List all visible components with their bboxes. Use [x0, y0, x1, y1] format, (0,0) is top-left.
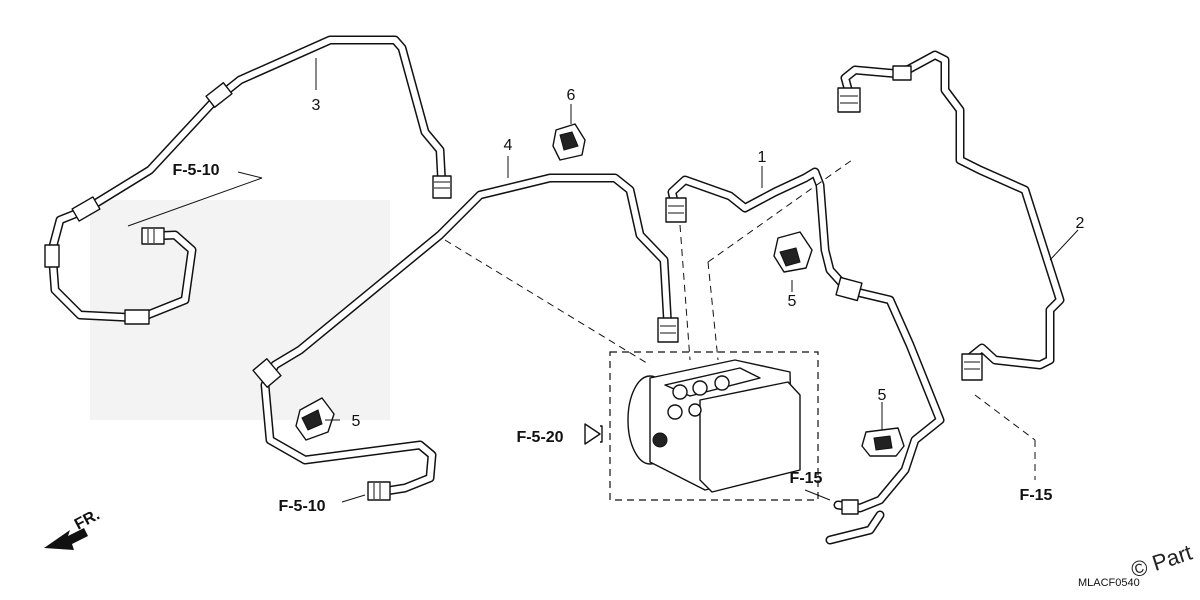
ref-f-5-20[interactable]: F-5-20	[516, 429, 563, 446]
ref-f-15-right[interactable]: F-15	[1020, 487, 1053, 504]
ref-f-5-10-top[interactable]: F-5-10	[172, 162, 219, 179]
ref-f-15-mid[interactable]: F-15	[790, 470, 823, 487]
ref-f-5-10-bottom[interactable]: F-5-10	[278, 498, 325, 515]
front-direction-arrow-icon: FR.	[44, 506, 103, 550]
brake-pipe-1[interactable]	[665, 167, 945, 545]
callout-2[interactable]: 2	[1076, 215, 1085, 232]
watermark-text: © Part	[1128, 540, 1195, 583]
callout-6[interactable]: 6	[567, 87, 576, 104]
leader-lines	[127, 58, 1079, 503]
callout-5-right[interactable]: 5	[878, 387, 887, 404]
f520-arrow-icon	[584, 423, 603, 445]
front-direction-label: FR.	[72, 506, 103, 533]
clamp-5-upper[interactable]	[773, 231, 813, 273]
callout-5-upper[interactable]: 5	[788, 293, 797, 310]
callout-4[interactable]: 4	[504, 137, 513, 154]
brake-pipe-3[interactable]	[44, 35, 452, 325]
brake-pipe-2[interactable]	[837, 50, 1065, 381]
callout-5-left[interactable]: 5	[352, 413, 361, 430]
diagram-code: MLACF0540	[1078, 577, 1140, 589]
clamp-5-right[interactable]	[861, 427, 905, 457]
callout-3[interactable]: 3	[312, 97, 321, 114]
callout-1[interactable]: 1	[758, 149, 767, 166]
abs-modulator[interactable]	[609, 351, 819, 501]
clamp-5-left[interactable]	[295, 397, 335, 441]
holder-6[interactable]	[552, 123, 586, 161]
brake-pipe-4[interactable]	[252, 173, 679, 501]
